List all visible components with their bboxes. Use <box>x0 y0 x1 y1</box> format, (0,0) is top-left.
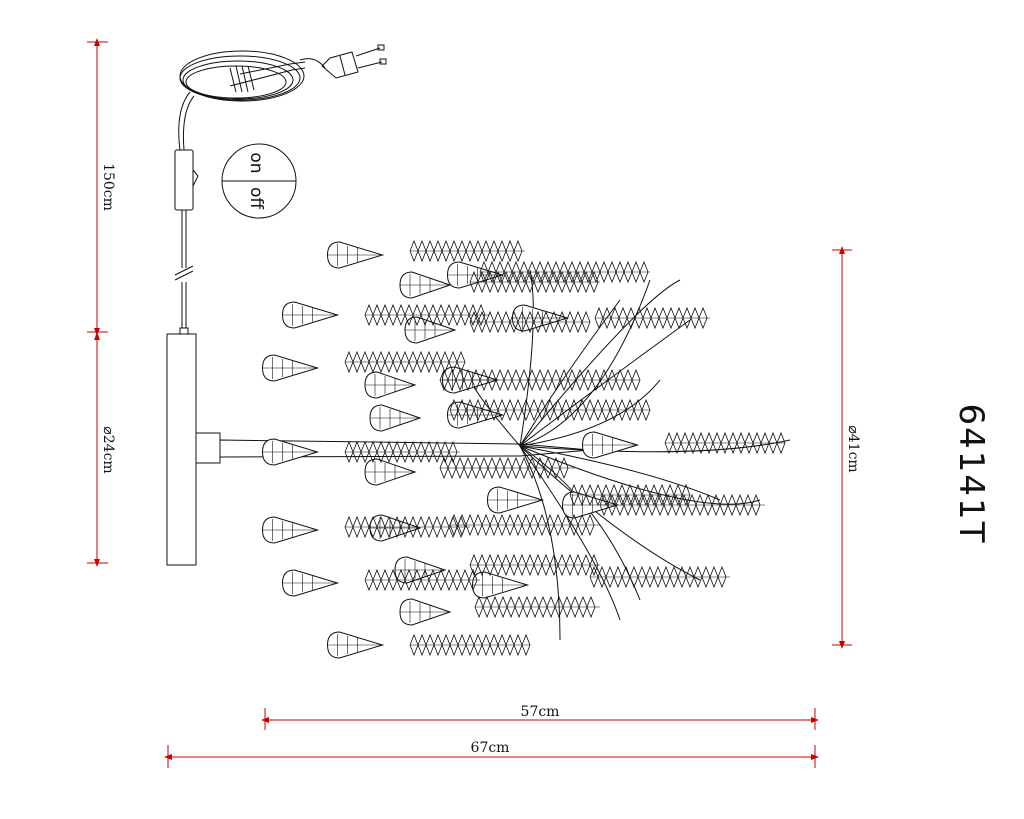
base-diameter-label: ⌀24cm <box>100 426 116 473</box>
branch <box>519 299 621 447</box>
wall-base <box>166 327 591 566</box>
shade-diameter-label: ⌀41cm <box>845 425 861 472</box>
branch <box>519 379 661 447</box>
branch <box>519 269 534 447</box>
branch <box>519 279 681 447</box>
branch <box>519 445 621 621</box>
branch <box>519 445 721 501</box>
branch <box>519 319 691 447</box>
model-code: 64141T <box>951 404 991 545</box>
switch-on-label: on <box>246 152 266 173</box>
plug-and-cable <box>174 44 387 330</box>
inner-width-label: 57cm <box>521 704 560 720</box>
overall-width-label: 67cm <box>471 740 510 756</box>
lamp-head <box>261 239 791 659</box>
switch-detail: on off <box>221 143 297 219</box>
cable-length-label: 150cm <box>100 163 116 211</box>
switch-off-label: off <box>246 187 266 210</box>
dimension-lines <box>87 38 852 768</box>
